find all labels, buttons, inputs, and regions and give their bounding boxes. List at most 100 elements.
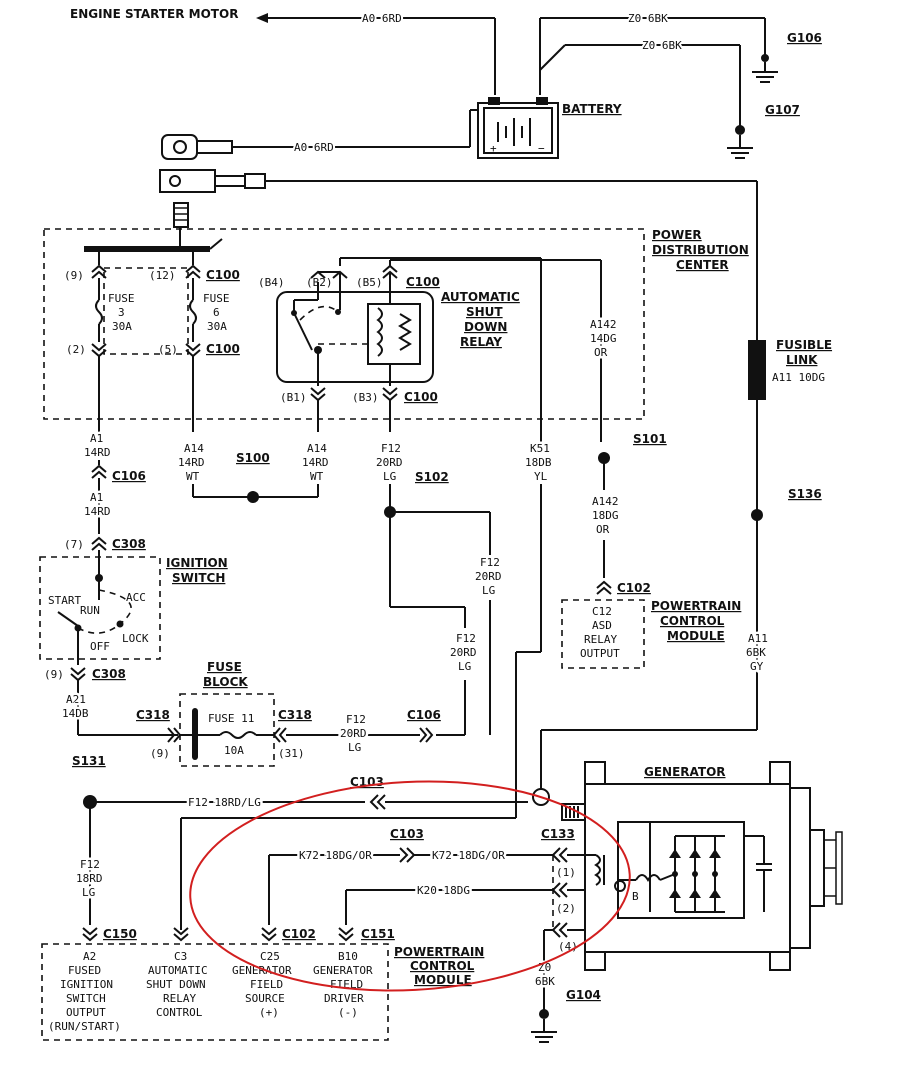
- wire-z0-6bk-1: Z0 6BK: [628, 12, 668, 25]
- pcm-bottom-box: [41, 943, 389, 1041]
- fusible-link-terminal-icon: [159, 169, 758, 340]
- asd-relay-box: [276, 291, 434, 383]
- c308-b-connector: [70, 667, 178, 736]
- s102-splice: [384, 484, 491, 736]
- pin-b4-label: (B4): [258, 276, 285, 289]
- pin-a2-6: (RUN/START): [48, 1020, 121, 1033]
- gen-pin-2-label: (2): [556, 902, 576, 915]
- pcm-top-label-3: MODULE: [667, 629, 725, 643]
- c318-b-label: C318: [278, 708, 312, 722]
- battery-cable-terminal-icon: [161, 109, 478, 160]
- pin-c3-4: RELAY: [163, 992, 196, 1005]
- wire-z0-6bk-2: Z0 6BK: [642, 39, 682, 52]
- pcm-top-label-2: CONTROL: [660, 614, 725, 628]
- wire-k20: K20 18DG: [417, 884, 470, 897]
- wire-k72-left: K72 18DG/OR: [299, 849, 372, 862]
- ign-off-label: OFF: [90, 640, 110, 653]
- pin-2-label: (2): [66, 343, 86, 356]
- pin-9-label: (9): [64, 269, 84, 282]
- pin-b2-label: (B2): [306, 276, 333, 289]
- wire-a142-18-3: OR: [596, 523, 610, 536]
- generator-b-plus-terminal: [532, 787, 550, 806]
- wire-f12-low-1: F12: [456, 632, 476, 645]
- wire-f12-horiz-2: 20RD: [340, 727, 367, 740]
- c103-b-label: C103: [390, 827, 424, 841]
- fuse-block-label-1: FUSE: [207, 660, 242, 674]
- c318-a-label: C318: [136, 708, 170, 722]
- pdc-label-3: CENTER: [676, 258, 729, 272]
- pcm-pin-descriptions: A2 FUSED IGNITION SWITCH OUTPUT (RUN/STA…: [48, 950, 373, 1033]
- wire-a1-a-2: 14RD: [84, 446, 111, 459]
- wire-a14-1-1: A14: [184, 442, 204, 455]
- wire-a11-6bk-2: 6BK: [746, 646, 766, 659]
- wire-a21-1: A21: [66, 693, 86, 706]
- wire-a0-6rd-top: A0 6RD: [362, 12, 402, 25]
- wire-a142-14-3: OR: [594, 346, 608, 359]
- pin-c3-1: C3: [174, 950, 187, 963]
- c133-label: C133: [541, 827, 575, 841]
- fuse-block-label-2: BLOCK: [203, 675, 248, 689]
- asd-relay-internals: [291, 257, 602, 442]
- s102-label: S102: [415, 470, 449, 484]
- c106-b-label: C106: [407, 708, 441, 722]
- fusible-link-icon: [748, 340, 766, 400]
- wire-a142-14-2: 14DG: [590, 332, 617, 345]
- pin-31-label: (31): [278, 747, 305, 760]
- ground-g104-icon: [531, 1009, 557, 1043]
- battery-ground-wires: [539, 17, 766, 130]
- asd-label-3: DOWN: [464, 320, 507, 334]
- f12-18rd-wire: [83, 794, 528, 925]
- battery-label: BATTERY: [562, 102, 622, 116]
- wire-a14-1-3: WT: [186, 470, 200, 483]
- pdc-label-1: POWER: [652, 228, 702, 242]
- pin-b10-1: B10: [338, 950, 358, 963]
- a11-generator-wire: [540, 720, 758, 787]
- pdc-stud-icon: [173, 202, 189, 228]
- wire-a14-2-1: A14: [307, 442, 327, 455]
- c100-b-label: C100: [206, 342, 240, 356]
- wire-z0-bot-2: 6BK: [535, 975, 555, 988]
- ignition-label-2: SWITCH: [172, 571, 225, 585]
- pcm-bottom-label-2: CONTROL: [410, 959, 475, 973]
- ign-acc-label: ACC: [126, 591, 146, 604]
- wire-a142-18-1: A142: [592, 495, 619, 508]
- pin-c3-2: AUTOMATIC: [148, 964, 208, 977]
- fusible-label-2: LINK: [786, 353, 818, 367]
- s100-splice: [192, 484, 319, 503]
- pin-c25-2: GENERATOR: [232, 964, 292, 977]
- ignition-switch-box: [39, 556, 161, 660]
- pcm-top-label-1: POWERTRAIN: [651, 599, 741, 613]
- c308-b-label: C308: [92, 667, 126, 681]
- g107-label: G107: [765, 103, 800, 117]
- wire-a14-2-3: WT: [310, 470, 324, 483]
- pcm-top-line-3: RELAY: [584, 633, 617, 646]
- asd-label-2: SHUT: [466, 305, 503, 319]
- s100-label: S100: [236, 451, 270, 465]
- fuse-3-label-2: 3: [118, 306, 125, 319]
- wire-a142-18-2: 18DG: [592, 509, 619, 522]
- pin-c3-5: CONTROL: [156, 1006, 203, 1019]
- fusible-label-1: FUSIBLE: [776, 338, 832, 352]
- wire-a142-14-1: A142: [590, 318, 617, 331]
- pin-a2-1: A2: [83, 950, 96, 963]
- asd-label-4: RELAY: [460, 335, 502, 349]
- wire-a11-10dg: A11 10DG: [772, 371, 825, 384]
- fuse-6-label-2: 6: [213, 306, 220, 319]
- fuse-3-label-1: FUSE: [108, 292, 135, 305]
- pin-c25-4: SOURCE: [245, 992, 285, 1005]
- pin-9b-label: (9): [44, 668, 64, 681]
- wire-f12-mid-1: F12: [480, 556, 500, 569]
- wire-f12-low-3: LG: [458, 660, 471, 673]
- c308-a-connector: [91, 536, 107, 575]
- pin-b3-label: (B3): [352, 391, 379, 404]
- wire-k51-3: YL: [534, 470, 548, 483]
- fuse-3-label-3: 30A: [112, 320, 132, 333]
- pin-c25-5: (+): [259, 1006, 279, 1019]
- c308-a-label: C308: [112, 537, 146, 551]
- pcm-top-line-4: OUTPUT: [580, 647, 620, 660]
- svg-text:B: B: [632, 890, 639, 903]
- svg-text:−: −: [538, 142, 545, 155]
- wire-a21-2: 14DB: [62, 707, 89, 720]
- s131-label: S131: [72, 754, 106, 768]
